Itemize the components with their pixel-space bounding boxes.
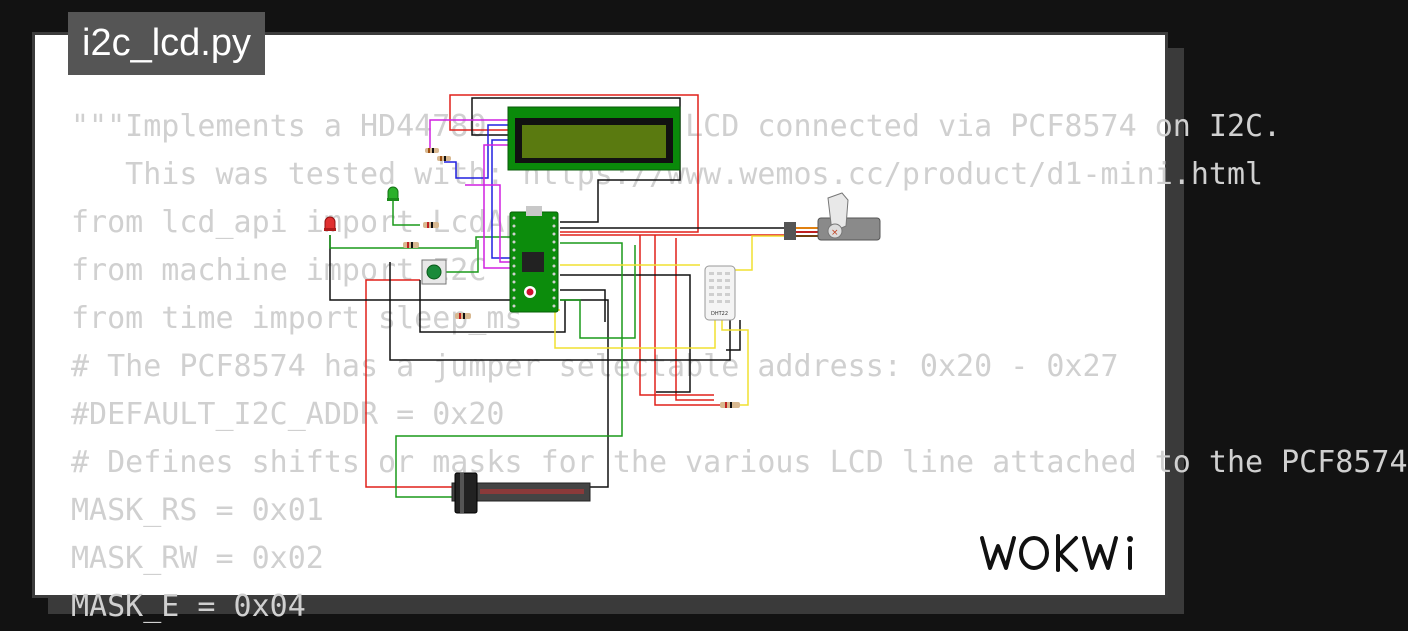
wire-black — [726, 320, 741, 351]
slide-potentiometer[interactable] — [451, 472, 591, 514]
usb-port — [526, 206, 542, 216]
code-preview: """Implements a HD44780 character LCD co… — [71, 103, 1408, 631]
resistors — [403, 148, 740, 408]
lcd-screen — [522, 125, 666, 158]
resistor[interactable] — [423, 222, 439, 228]
servo-connector — [784, 222, 796, 240]
slider-channel — [480, 489, 584, 494]
file-title: i2c_lcd.py — [68, 12, 265, 75]
resistor[interactable] — [437, 156, 451, 161]
wire-red — [654, 235, 722, 406]
raspberry-pi-pico[interactable] — [509, 206, 559, 313]
wire-black — [560, 289, 606, 322]
code-line: #DEFAULT_I2C_ADDR = 0x20 — [71, 397, 505, 432]
wire-black — [419, 280, 566, 333]
wire-blue — [444, 124, 515, 179]
code-line: from time import sleep_ms — [71, 301, 523, 336]
servo-motor[interactable]: × — [784, 192, 881, 241]
wire-yellow — [735, 235, 786, 271]
code-line: MASK_RW = 0x02 — [71, 541, 324, 576]
wire-green — [445, 240, 479, 273]
code-line: # The PCF8574 has a jumper selectable ad… — [71, 349, 1119, 384]
wire-black — [389, 262, 731, 361]
servo-shaft — [827, 223, 843, 239]
resistor[interactable] — [455, 313, 471, 319]
resistor[interactable] — [425, 148, 439, 153]
wokwi-logo — [980, 534, 1133, 572]
wire-red — [365, 279, 452, 488]
svg-text:×: × — [831, 228, 839, 238]
resistor[interactable] — [720, 402, 740, 408]
wire-red — [449, 94, 699, 233]
wire-green — [392, 200, 420, 226]
slider-knob[interactable] — [454, 472, 478, 514]
wire-magenta — [483, 144, 515, 269]
servo-body — [817, 217, 881, 241]
wire-black — [329, 235, 510, 301]
pushbutton[interactable] — [421, 259, 447, 285]
raspberry-logo-center-icon — [526, 288, 534, 296]
dht22-sensor[interactable]: DHT22 — [704, 265, 736, 321]
wire-blue — [491, 139, 515, 259]
rp2040-chip — [522, 252, 544, 272]
code-line: MASK_E = 0x04 — [71, 589, 306, 624]
code-line: MASK_RS = 0x01 — [71, 493, 324, 528]
code-line: # Defines shifts or masks for the variou… — [71, 445, 1408, 480]
red-led[interactable] — [324, 216, 336, 231]
resistor[interactable] — [403, 242, 419, 248]
lcd-1602-display[interactable] — [507, 106, 681, 171]
dht-label: DHT22 — [711, 311, 728, 317]
wire-black — [560, 299, 609, 488]
green-led[interactable] — [387, 186, 399, 201]
wire-black — [560, 274, 691, 393]
wire-red — [639, 235, 714, 396]
wire-yellow — [721, 320, 749, 406]
circuit-diagram: × DHT22 — [324, 94, 881, 514]
wire-green — [329, 235, 510, 249]
code-line: from lcd_api import LcdApi — [71, 205, 541, 240]
wire-magenta — [465, 184, 510, 263]
wires — [329, 94, 787, 498]
wire-red — [675, 238, 714, 401]
wire-green — [395, 242, 623, 498]
wire-green — [560, 245, 636, 339]
